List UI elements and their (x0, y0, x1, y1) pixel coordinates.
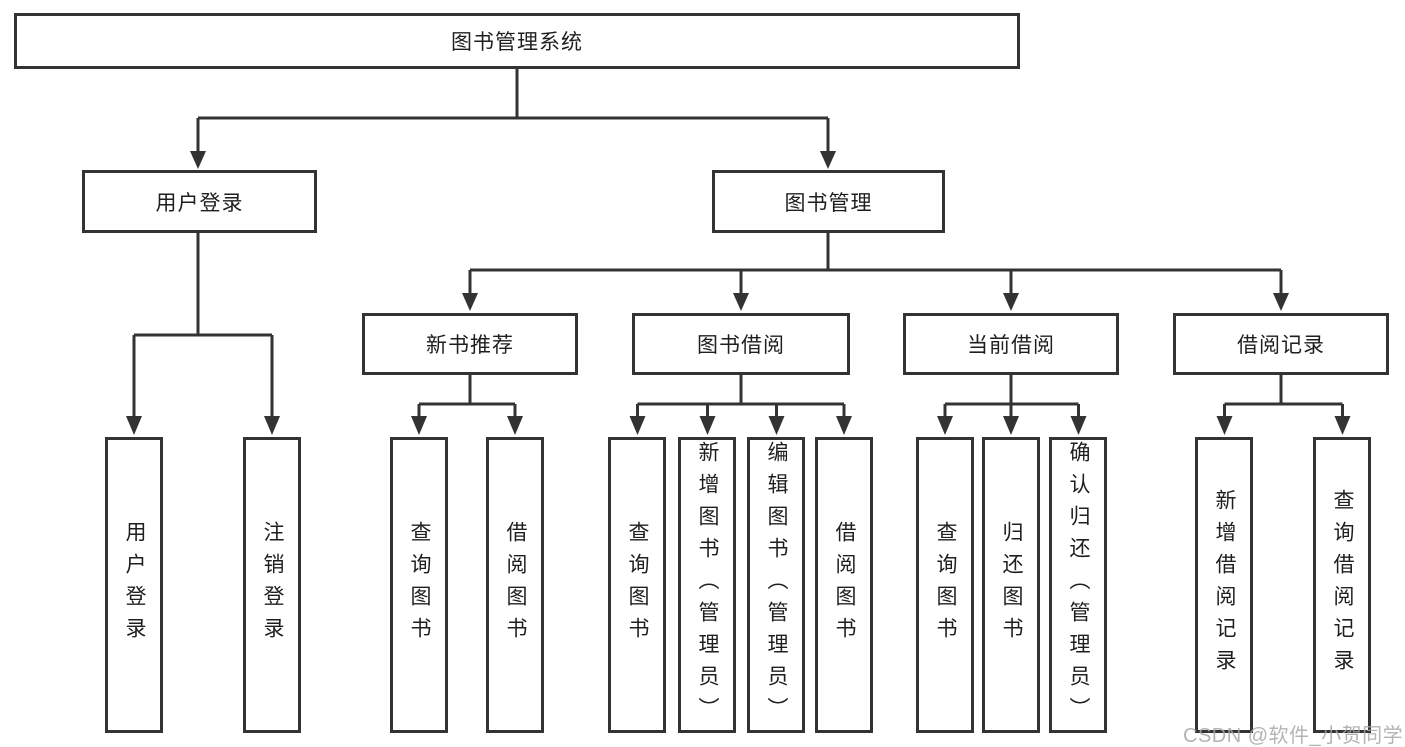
node-leaf-return-books: 归还图书 (982, 437, 1040, 733)
node-label: 图书借阅 (697, 334, 785, 357)
node-label: 查询借阅记录 (1331, 489, 1354, 681)
node-leaf-confirm-return-admin: 确认归还（管理员） (1049, 437, 1107, 733)
node-book-borrowing: 图书借阅 (632, 313, 850, 375)
node-label: 新书推荐 (426, 334, 514, 357)
node-label: 图书管理系统 (451, 31, 583, 54)
node-label: 借阅图书 (833, 521, 856, 649)
node-label: 注销登录 (261, 521, 284, 649)
node-label: 查询图书 (626, 521, 649, 649)
node-borrowing-records: 借阅记录 (1173, 313, 1389, 375)
arrowheads (126, 151, 1351, 435)
node-library-management-system: 图书管理系统 (14, 13, 1020, 69)
node-user-login: 用户登录 (82, 170, 317, 233)
node-new-book-recommendation: 新书推荐 (362, 313, 578, 375)
node-label: 确认归还（管理员） (1067, 441, 1090, 729)
node-label: 用户登录 (155, 191, 244, 215)
watermark: CSDN @软件_小贺同学 (1183, 725, 1404, 747)
node-book-management: 图书管理 (712, 170, 945, 233)
node-label: 借阅记录 (1237, 334, 1325, 357)
node-leaf-add-book-admin: 新增图书（管理员） (678, 437, 736, 733)
node-label: 归还图书 (1000, 521, 1023, 649)
node-label: 当前借阅 (967, 334, 1055, 357)
node-label: 借阅图书 (504, 521, 527, 649)
node-label: 查询图书 (934, 521, 957, 649)
node-label: 查询图书 (408, 521, 431, 649)
node-current-borrowing: 当前借阅 (903, 313, 1119, 375)
node-leaf-borrow-books: 借阅图书 (815, 437, 873, 733)
node-leaf-edit-book-admin: 编辑图书（管理员） (747, 437, 805, 733)
node-leaf-logout: 注销登录 (243, 437, 301, 733)
node-label: 用户登录 (123, 521, 146, 649)
node-leaf-query-books-recommend: 查询图书 (390, 437, 448, 733)
node-label: 图书管理 (784, 191, 873, 215)
node-label: 新增图书（管理员） (696, 441, 719, 729)
node-leaf-query-books-current: 查询图书 (916, 437, 974, 733)
node-leaf-add-borrow-record: 新增借阅记录 (1195, 437, 1253, 733)
node-leaf-query-books-borrow: 查询图书 (608, 437, 666, 733)
node-label: 编辑图书（管理员） (765, 441, 788, 729)
node-label: 新增借阅记录 (1213, 489, 1236, 681)
node-leaf-user-login: 用户登录 (105, 437, 163, 733)
node-leaf-query-borrow-record: 查询借阅记录 (1313, 437, 1371, 733)
node-leaf-borrow-books-recommend: 借阅图书 (486, 437, 544, 733)
